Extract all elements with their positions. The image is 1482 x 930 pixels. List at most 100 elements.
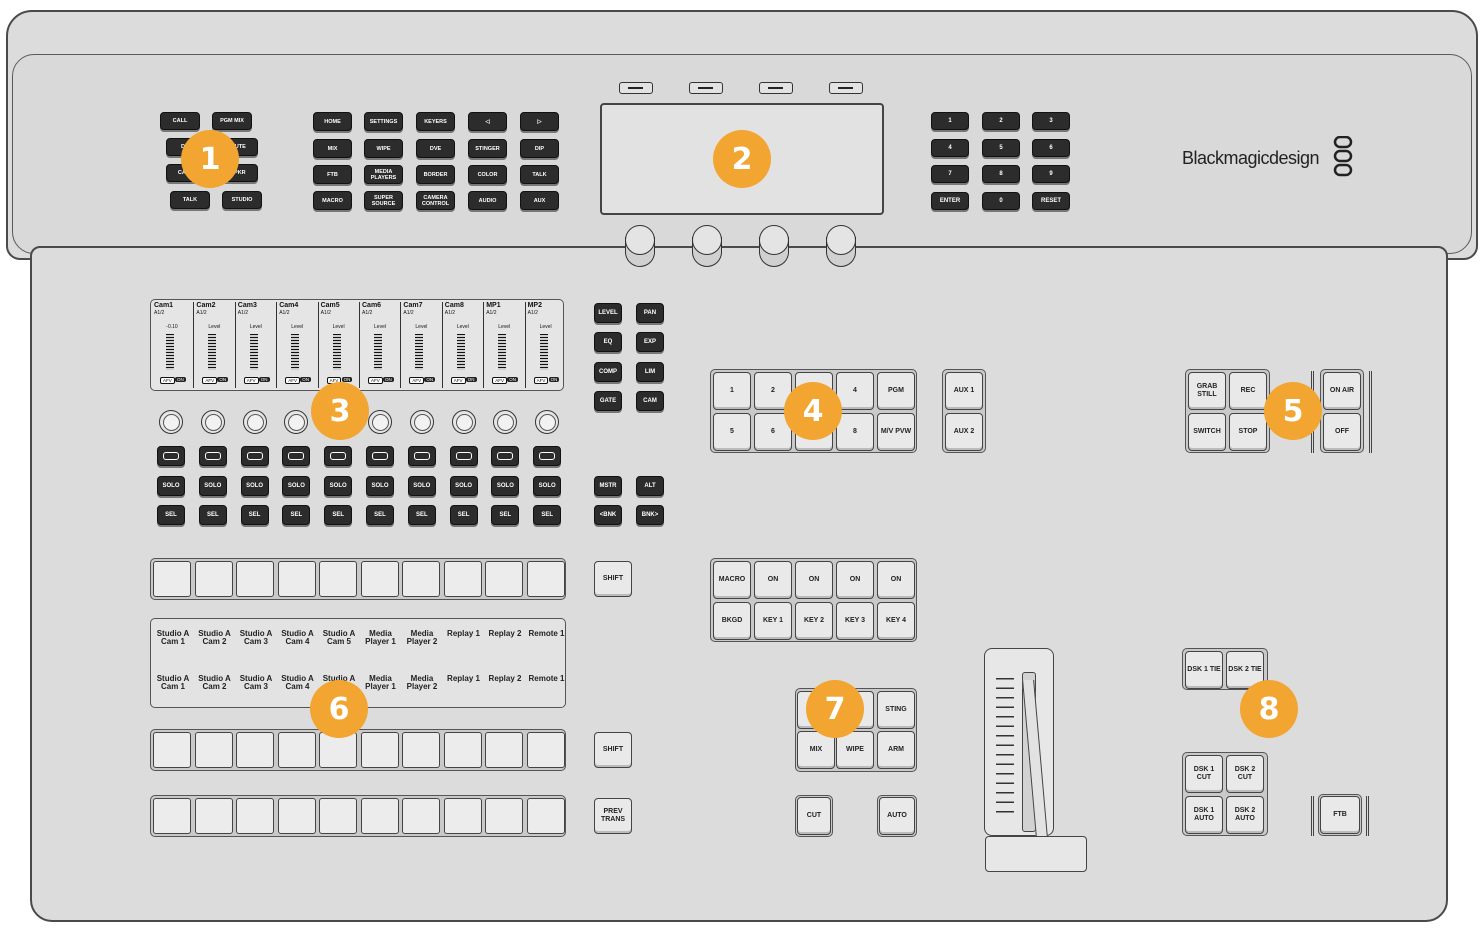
- audio-mute-button[interactable]: [491, 446, 520, 466]
- prev-trans-button[interactable]: PREV TRANS: [594, 798, 632, 834]
- dsk-button[interactable]: DSK 2 AUTO: [1226, 796, 1264, 834]
- source-select-button[interactable]: [360, 798, 399, 834]
- solo-button[interactable]: SOLO: [491, 476, 520, 496]
- dsk-button[interactable]: DSK 1 AUTO: [1185, 796, 1223, 834]
- audio-mute-button[interactable]: [366, 446, 394, 466]
- talkback-button[interactable]: STUDIO: [222, 191, 262, 209]
- menu-button[interactable]: AUDIO: [468, 191, 507, 210]
- menu-button[interactable]: WIPE: [364, 139, 403, 158]
- audio-mute-button[interactable]: [324, 446, 353, 466]
- menu-button[interactable]: ▷: [520, 112, 559, 131]
- menu-button[interactable]: MACRO: [313, 191, 352, 210]
- auto-button[interactable]: AUTO: [879, 797, 915, 835]
- source-select-button[interactable]: [194, 561, 233, 597]
- menu-button[interactable]: TALK: [520, 165, 559, 184]
- numpad-button[interactable]: 2: [982, 112, 1020, 130]
- audio-gain-knob[interactable]: [409, 410, 434, 434]
- menu-button[interactable]: KEYERS: [416, 112, 455, 131]
- record-button[interactable]: REC: [1229, 372, 1267, 410]
- soft-button-led[interactable]: [619, 82, 653, 94]
- key-on-button[interactable]: ON: [754, 561, 792, 599]
- source-select-button[interactable]: [319, 732, 357, 768]
- audio-gain-knob[interactable]: [493, 410, 518, 434]
- system-button[interactable]: 8: [836, 413, 874, 451]
- sel-button[interactable]: SEL: [198, 505, 227, 525]
- system-button[interactable]: PGM: [877, 372, 915, 410]
- talkback-button[interactable]: PGM MIX: [212, 112, 252, 130]
- aux-button[interactable]: AUX 2: [945, 413, 983, 451]
- source-select-button[interactable]: [443, 732, 482, 768]
- source-select-button[interactable]: [153, 561, 191, 597]
- numpad-button[interactable]: 9: [1032, 165, 1070, 183]
- key-on-button[interactable]: ON: [795, 561, 833, 599]
- source-select-button[interactable]: [319, 798, 357, 834]
- key-on-button[interactable]: ON: [836, 561, 874, 599]
- audio-gain-knob[interactable]: [200, 410, 225, 434]
- sel-button[interactable]: SEL: [324, 505, 353, 525]
- key-select-button[interactable]: KEY 4: [877, 602, 915, 640]
- source-select-button[interactable]: [443, 798, 482, 834]
- talkback-button[interactable]: TALK: [170, 191, 210, 209]
- source-select-button[interactable]: [485, 732, 523, 768]
- menu-button[interactable]: STINGER: [468, 139, 507, 158]
- solo-button[interactable]: SOLO: [533, 476, 562, 496]
- transition-button[interactable]: ARM: [877, 731, 915, 769]
- talkback-button[interactable]: CALL: [160, 112, 200, 130]
- audio-mode-button[interactable]: LIM: [636, 362, 664, 382]
- numpad-button[interactable]: 3: [1032, 112, 1070, 130]
- audio-bank-button[interactable]: MSTR: [594, 476, 622, 496]
- audio-mute-button[interactable]: [157, 446, 185, 466]
- transition-button[interactable]: STING: [877, 691, 915, 729]
- sel-button[interactable]: SEL: [407, 505, 436, 525]
- numpad-button[interactable]: 0: [982, 192, 1020, 210]
- system-button[interactable]: 4: [836, 372, 874, 410]
- source-select-button[interactable]: [194, 732, 233, 768]
- source-select-button[interactable]: [236, 561, 274, 597]
- source-select-button[interactable]: [402, 798, 440, 834]
- solo-button[interactable]: SOLO: [157, 476, 185, 496]
- source-select-button[interactable]: [443, 561, 482, 597]
- lcd-knob[interactable]: [826, 225, 856, 267]
- audio-mute-button[interactable]: [407, 446, 436, 466]
- off-button[interactable]: OFF: [1323, 413, 1361, 451]
- solo-button[interactable]: SOLO: [282, 476, 311, 496]
- numpad-button[interactable]: 1: [931, 112, 969, 130]
- key-on-button[interactable]: ON: [877, 561, 915, 599]
- sel-button[interactable]: SEL: [157, 505, 185, 525]
- sel-button[interactable]: SEL: [282, 505, 311, 525]
- audio-mode-button[interactable]: EXP: [636, 332, 664, 352]
- menu-button[interactable]: SUPER SOURCE: [364, 191, 403, 210]
- audio-gain-knob[interactable]: [368, 410, 392, 434]
- audio-mute-button[interactable]: [198, 446, 227, 466]
- source-select-button[interactable]: [526, 732, 565, 768]
- record-button[interactable]: SWITCH: [1188, 413, 1226, 451]
- source-select-button[interactable]: [153, 798, 191, 834]
- menu-button[interactable]: ◁: [468, 112, 507, 131]
- lcd-knob[interactable]: [692, 225, 722, 267]
- source-select-button[interactable]: [153, 732, 191, 768]
- source-select-button[interactable]: [236, 798, 274, 834]
- on-air-button[interactable]: ON AIR: [1323, 372, 1361, 410]
- record-button[interactable]: STOP: [1229, 413, 1267, 451]
- numpad-button[interactable]: 6: [1032, 139, 1070, 157]
- ftb-button[interactable]: FTB: [1320, 796, 1360, 834]
- source-select-button[interactable]: [277, 798, 316, 834]
- sel-button[interactable]: SEL: [491, 505, 520, 525]
- menu-button[interactable]: CAMERA CONTROL: [416, 191, 455, 210]
- shift-button[interactable]: SHIFT: [594, 732, 632, 768]
- audio-mode-button[interactable]: CAM: [636, 391, 664, 411]
- system-button[interactable]: 1: [713, 372, 751, 410]
- menu-button[interactable]: MEDIA PLAYERS: [364, 165, 403, 184]
- audio-mode-button[interactable]: LEVEL: [594, 303, 622, 323]
- source-select-button[interactable]: [277, 732, 316, 768]
- numpad-button[interactable]: 5: [982, 139, 1020, 157]
- lcd-knob[interactable]: [759, 225, 789, 267]
- sel-button[interactable]: SEL: [449, 505, 478, 525]
- menu-button[interactable]: DVE: [416, 139, 455, 158]
- key-select-button[interactable]: KEY 3: [836, 602, 874, 640]
- numpad-button[interactable]: 7: [931, 165, 969, 183]
- audio-mode-button[interactable]: PAN: [636, 303, 664, 323]
- audio-mute-button[interactable]: [533, 446, 562, 466]
- audio-mute-button[interactable]: [282, 446, 311, 466]
- menu-button[interactable]: SETTINGS: [364, 112, 403, 131]
